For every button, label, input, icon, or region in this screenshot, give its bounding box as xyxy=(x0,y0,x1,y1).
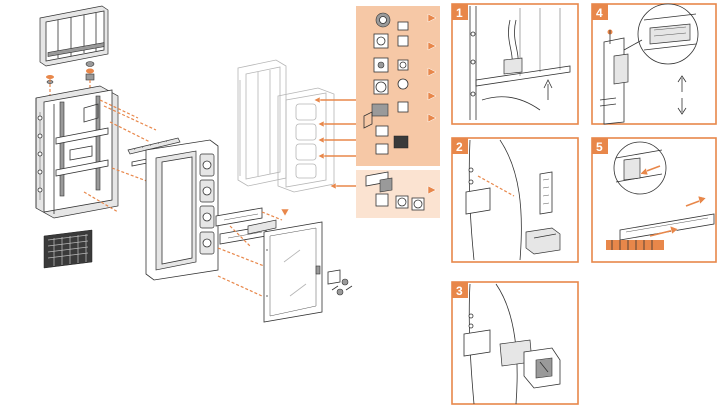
front-frame xyxy=(145,139,219,281)
blanking-strips xyxy=(215,207,277,245)
step-panel-2: 2 xyxy=(451,137,579,263)
transparent-door xyxy=(263,221,323,323)
step-panel-1: 1 xyxy=(451,3,579,125)
step-number-2: 2 xyxy=(456,140,463,154)
accessory-callout-2 xyxy=(427,41,437,51)
enclosure-main-box xyxy=(35,85,119,219)
accessory-callout-6 xyxy=(427,185,437,195)
step-number-5: 5 xyxy=(596,140,603,154)
arrow-icon xyxy=(639,167,649,176)
step-number-3: 3 xyxy=(456,284,463,298)
step-number-1: 1 xyxy=(456,6,463,20)
marking-strip xyxy=(606,240,664,250)
arrow-icon xyxy=(280,208,290,217)
lock-set xyxy=(327,269,353,296)
step-panel-3: 3 xyxy=(451,281,579,405)
step-number-4: 4 xyxy=(596,6,603,20)
accessory-callout-3 xyxy=(427,67,437,77)
gland-parts xyxy=(46,61,95,84)
accessory-callout-5 xyxy=(427,113,437,123)
accessory-callout-4 xyxy=(427,91,437,101)
step-panel-4: 4 xyxy=(591,3,717,125)
exploded-enclosure-view xyxy=(35,5,353,323)
enclosure-top-box xyxy=(39,5,109,67)
accessory-panel xyxy=(356,6,440,218)
ghost-enclosure xyxy=(237,59,356,193)
accessory-list-icon xyxy=(363,12,425,211)
step-panel-5: 5 xyxy=(591,137,717,263)
ventilation-grille xyxy=(43,229,93,269)
accessory-callout-1 xyxy=(427,13,437,23)
